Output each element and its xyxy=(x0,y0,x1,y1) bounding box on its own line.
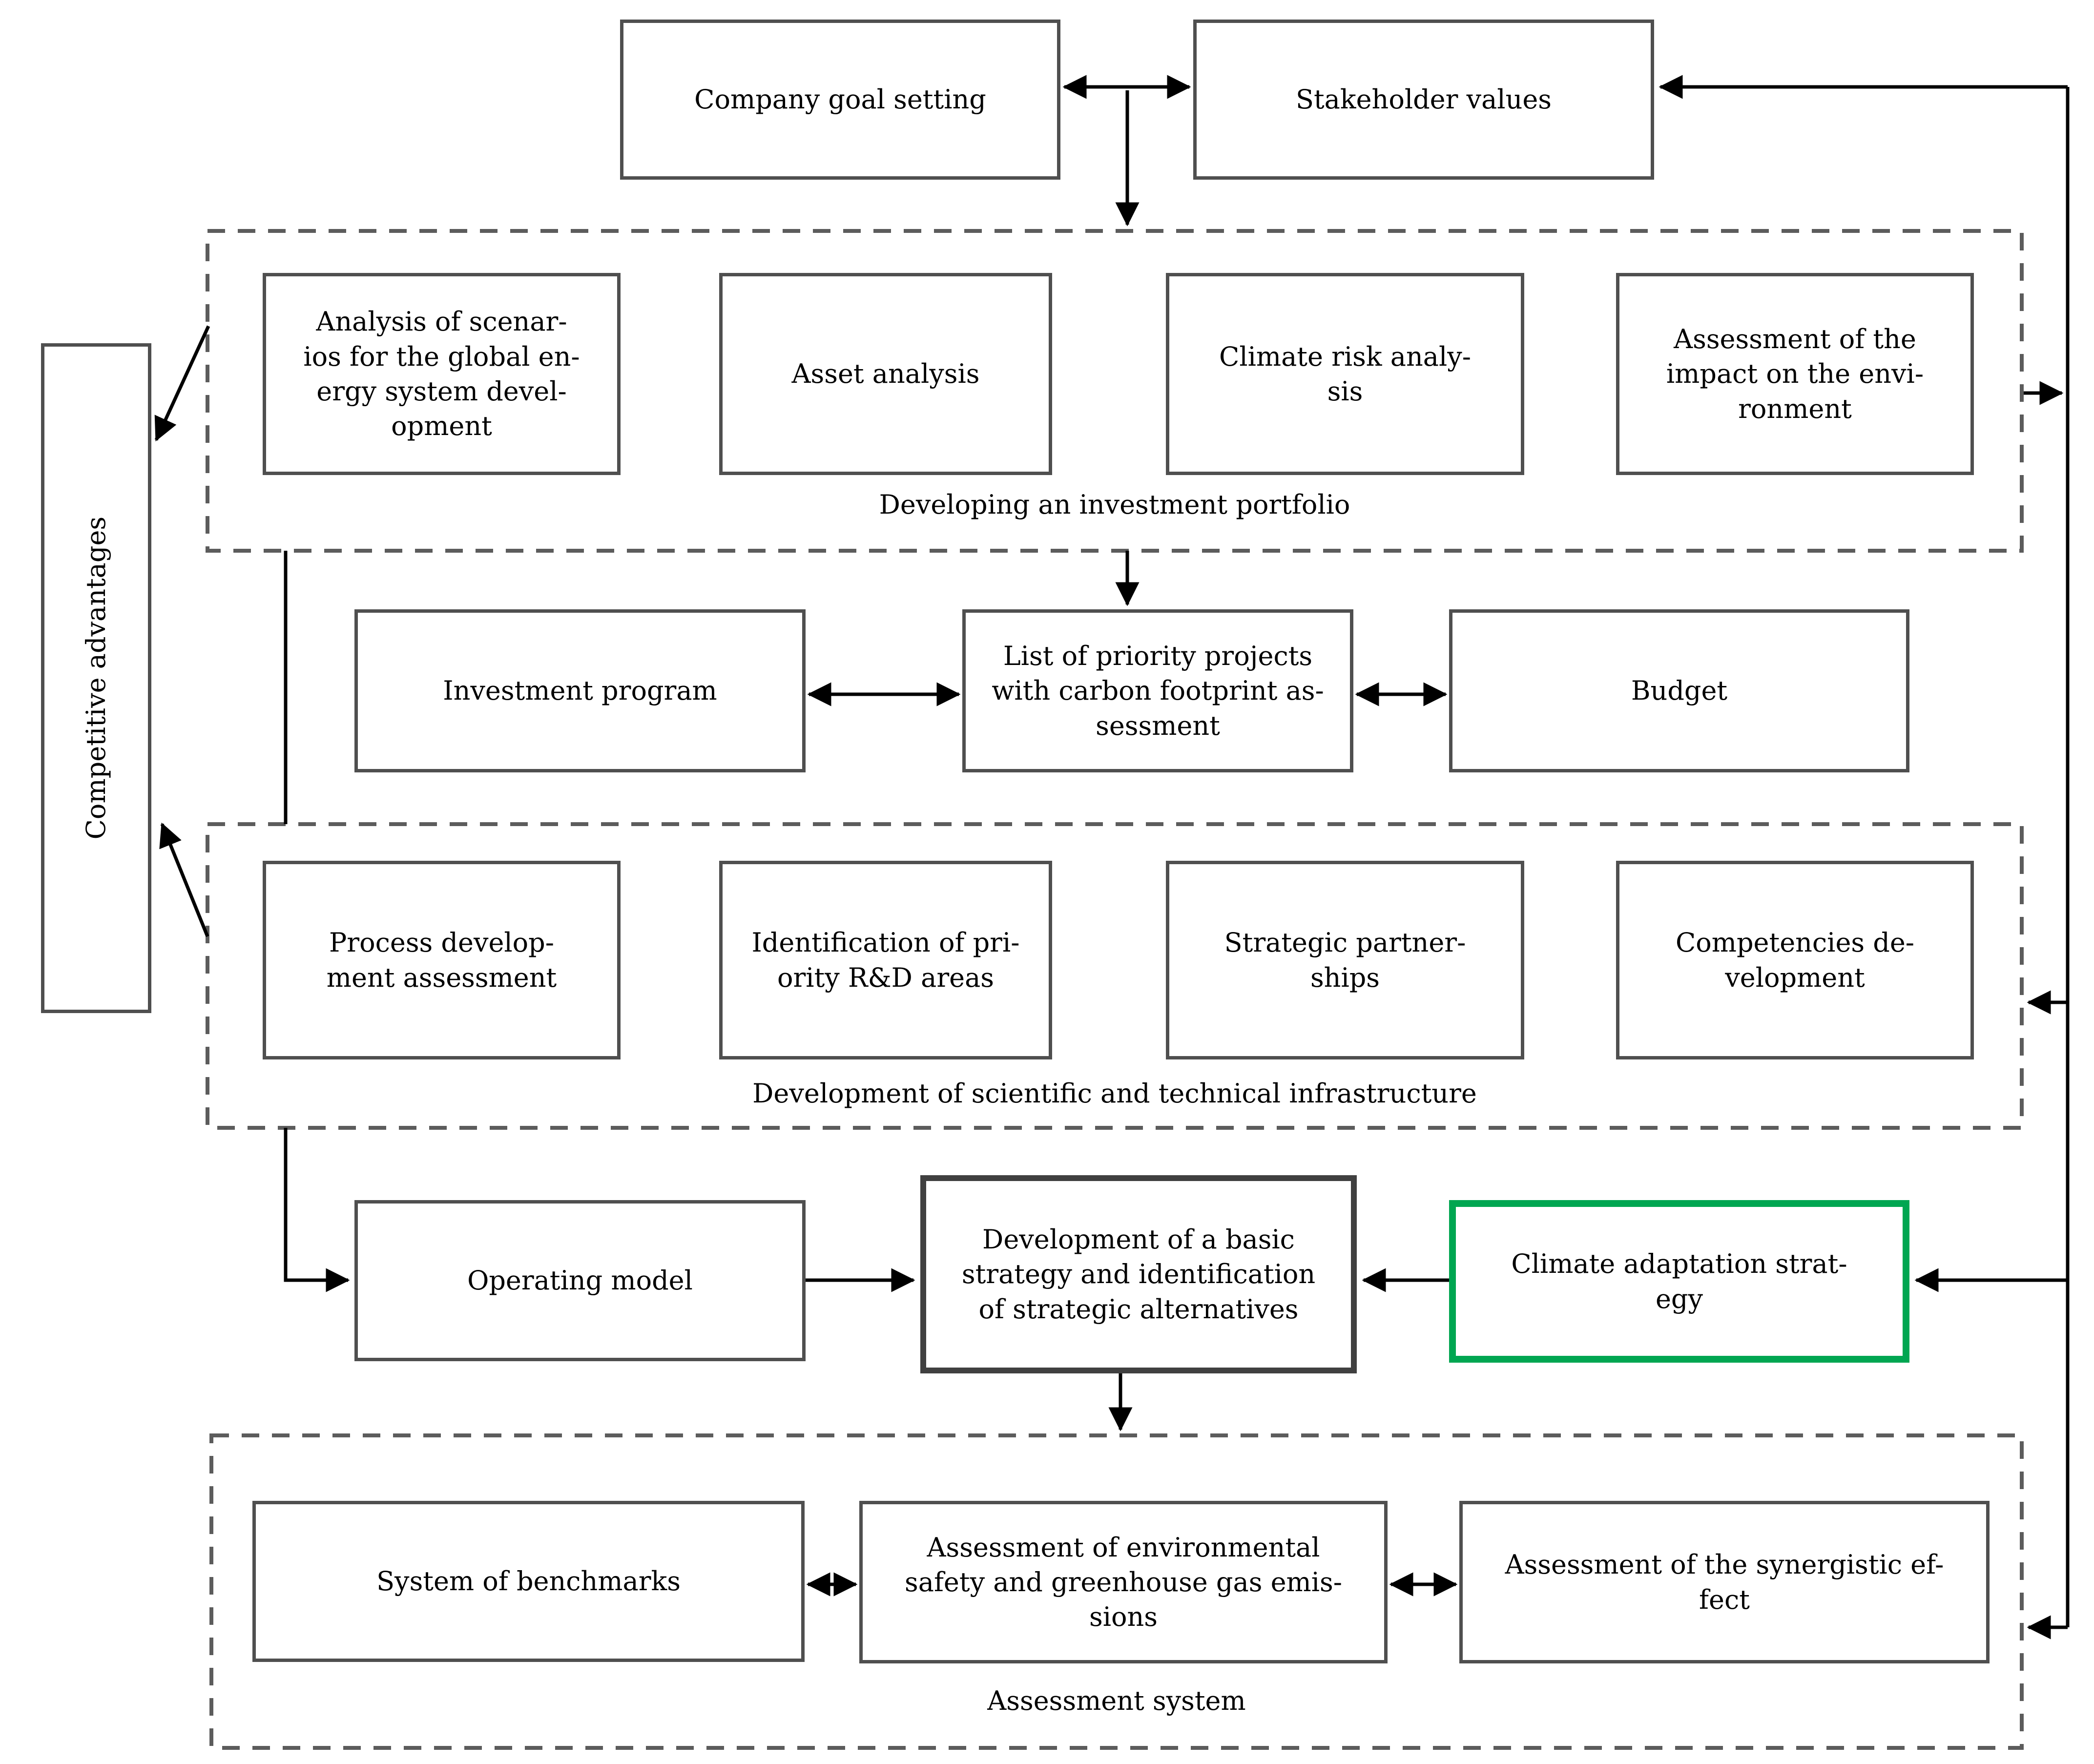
rd-areas-label: Identification of pri- ority R&D areas xyxy=(751,927,1020,993)
box-impact-assessment: Assessment of the impact on the envi- ro… xyxy=(1616,273,1974,475)
box-system-of-benchmarks: System of benchmarks xyxy=(252,1501,805,1662)
box-environmental-safety: Assessment of environmental safety and g… xyxy=(859,1501,1388,1663)
box-climate-adaptation-strategy: Climate adaptation strat- egy xyxy=(1449,1200,1909,1363)
company-goal-setting-label: Company goal setting xyxy=(694,84,986,115)
infrastructure-to-competitive-arrow xyxy=(159,822,209,937)
portfolio-group-border xyxy=(206,229,2024,553)
operating-model-label: Operating model xyxy=(467,1265,693,1296)
box-asset-analysis: Asset analysis xyxy=(719,273,1052,475)
infrastructure-group-label: Development of scientific and technical … xyxy=(752,1078,1477,1109)
environmental-safety-label: Assessment of environmental safety and g… xyxy=(905,1532,1342,1633)
box-scenario-analysis: Analysis of scenar- ios for the global e… xyxy=(263,273,621,475)
asset-analysis-label: Asset analysis xyxy=(791,358,980,390)
investment-program-label: Investment program xyxy=(443,675,717,706)
synergistic-effect-label: Assessment of the synergistic ef- fect xyxy=(1505,1549,1944,1615)
impact-assessment-label: Assessment of the impact on the envi- ro… xyxy=(1666,324,1924,424)
box-competitive-advantages: Competitive advantages xyxy=(41,343,151,1013)
climate-risk-analysis-label: Climate risk analy- sis xyxy=(1219,341,1471,407)
system-of-benchmarks-label: System of benchmarks xyxy=(376,1566,681,1597)
portfolio-group-label: Developing an investment portfolio xyxy=(879,489,1350,520)
box-basic-strategy: Development of a basic strategy and iden… xyxy=(920,1175,1357,1373)
assessment-group-border xyxy=(209,1433,2024,1750)
basic-strategy-label: Development of a basic strategy and iden… xyxy=(961,1224,1316,1325)
box-climate-risk-analysis: Climate risk analy- sis xyxy=(1166,273,1524,475)
climate-adaptation-strategy-label: Climate adaptation strat- egy xyxy=(1511,1248,1847,1314)
budget-label: Budget xyxy=(1631,675,1728,706)
box-synergistic-effect: Assessment of the synergistic ef- fect xyxy=(1459,1501,1990,1663)
process-development-label: Process develop- ment assessment xyxy=(326,927,557,993)
box-investment-program: Investment program xyxy=(354,609,806,772)
competencies-development-label: Competencies de- velopment xyxy=(1675,927,1915,993)
box-strategic-partnerships: Strategic partner- ships xyxy=(1166,861,1524,1059)
stakeholder-values-label: Stakeholder values xyxy=(1295,84,1552,115)
box-rd-areas: Identification of pri- ority R&D areas xyxy=(719,861,1052,1059)
competitive-advantages-label: Competitive advantages xyxy=(81,517,112,840)
box-competencies-development: Competencies de- velopment xyxy=(1616,861,1974,1059)
portfolio-to-competitive-arrow xyxy=(154,325,210,442)
strategic-partnerships-label: Strategic partner- ships xyxy=(1224,927,1466,993)
assessment-group-label: Assessment system xyxy=(987,1685,1246,1716)
infrastructure-to-operating-model-arrow xyxy=(284,1128,350,1292)
box-stakeholder-values: Stakeholder values xyxy=(1193,20,1654,180)
box-operating-model: Operating model xyxy=(354,1200,806,1361)
box-budget: Budget xyxy=(1449,609,1909,772)
priority-projects-label: List of priority projects with carbon fo… xyxy=(992,641,1324,741)
box-priority-projects: List of priority projects with carbon fo… xyxy=(962,609,1353,772)
box-company-goal-setting: Company goal setting xyxy=(620,20,1060,180)
box-process-development: Process develop- ment assessment xyxy=(263,861,621,1059)
scenario-analysis-label: Analysis of scenar- ios for the global e… xyxy=(303,306,580,442)
